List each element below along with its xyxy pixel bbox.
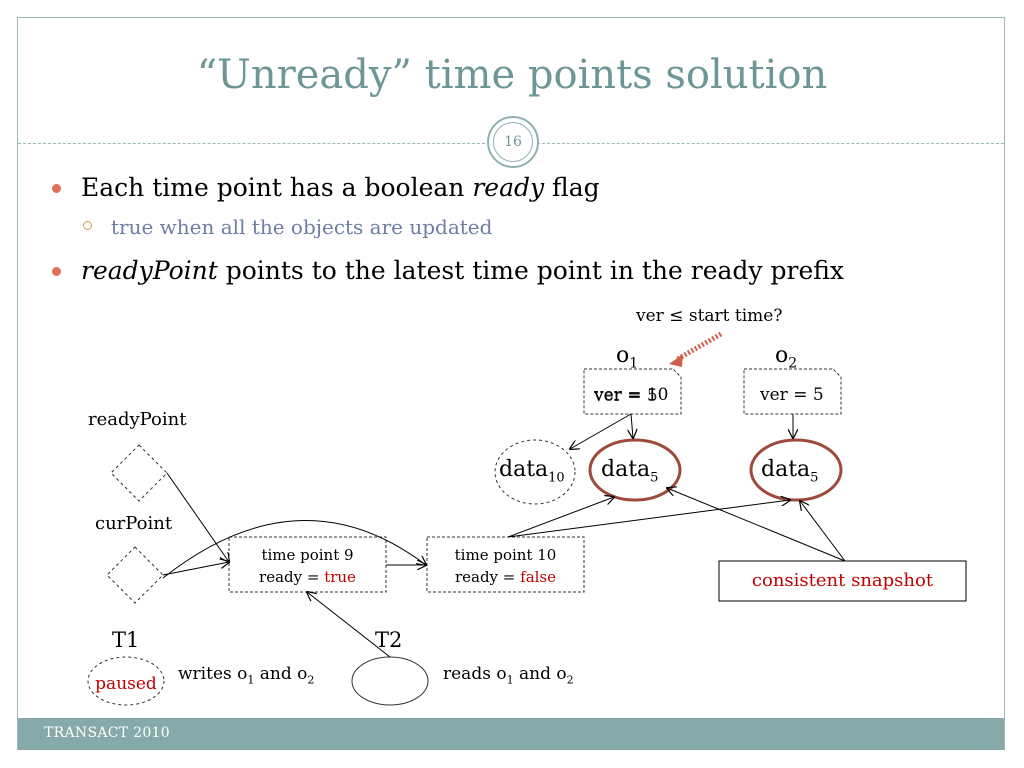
- ready-point-diamond: [110, 444, 168, 502]
- data-node-10: [494, 439, 576, 505]
- cur-point-label: curPoint: [95, 513, 173, 534]
- bullet-text-em: readyPoint: [81, 256, 218, 285]
- annotation-text: ver ≤ start time?: [636, 306, 783, 326]
- footer-bar: [18, 718, 1004, 750]
- annotation-arrow-head: [669, 354, 683, 367]
- time-point-9-text: time point 9 ready = true: [259, 546, 356, 586]
- subbullet-text: true when all the objects are updated: [111, 215, 493, 239]
- page-number-badge: 16: [487, 116, 539, 168]
- thread-t1-state: paused: [95, 674, 157, 694]
- consistent-snapshot-label: consistent snapshot: [751, 570, 934, 591]
- bullet-text-post: points to the latest time point in the r…: [217, 256, 845, 285]
- thread-t1-action: writes o1 and o2: [178, 664, 315, 687]
- object-o1-version-overlap: ver = 5: [594, 386, 658, 406]
- object-o2-version: ver = 5: [760, 385, 824, 405]
- bullet-dot: [52, 267, 61, 276]
- object-label-o1: o1: [616, 343, 639, 372]
- data-label-5-a: data5: [601, 457, 659, 486]
- thread-t2-action: reads o1 and o2: [443, 664, 574, 687]
- subbullet-true-when: true when all the objects are updated: [83, 215, 493, 239]
- thread-t1-ellipse: [87, 656, 165, 706]
- object-o1-version: ver = 10: [594, 385, 669, 405]
- annotation-arrow: [674, 331, 723, 363]
- time-point-10-box: [426, 536, 585, 593]
- thread-t2-name: T2: [375, 628, 403, 652]
- data-node-5-b: [749, 438, 843, 502]
- subbullet-ring: [83, 221, 92, 230]
- bullet-ready-flag: Each time point has a boolean ready flag: [52, 173, 600, 202]
- object-label-o2: o2: [775, 343, 798, 372]
- thread-t1-name: T1: [112, 628, 140, 652]
- time-point-10-text: time point 10 ready = false: [454, 546, 557, 586]
- bullet-text-em: ready: [472, 173, 545, 202]
- page-number: 16: [493, 122, 533, 162]
- bullet-dot: [52, 184, 61, 193]
- footer-text: TRANSACT 2010: [44, 725, 170, 741]
- thread-t2-ellipse: [351, 656, 429, 706]
- consistent-snapshot-box: [718, 560, 967, 602]
- data-node-5-a: [588, 438, 682, 502]
- data-label-10: data10: [499, 457, 565, 486]
- slide-title: “Unready” time points solution: [196, 52, 828, 98]
- time-point-9-box: [228, 536, 387, 593]
- object-box-o2: [743, 368, 842, 415]
- cur-point-diamond: [106, 546, 164, 604]
- data-label-5-b: data5: [761, 457, 819, 486]
- bullet-ready-point: readyPoint points to the latest time poi…: [52, 256, 845, 285]
- object-box-o1: [583, 368, 682, 415]
- bullet-text-pre: Each time point has a boolean: [81, 173, 473, 202]
- bullet-text-post: flag: [544, 173, 600, 202]
- ready-point-label: readyPoint: [88, 409, 187, 430]
